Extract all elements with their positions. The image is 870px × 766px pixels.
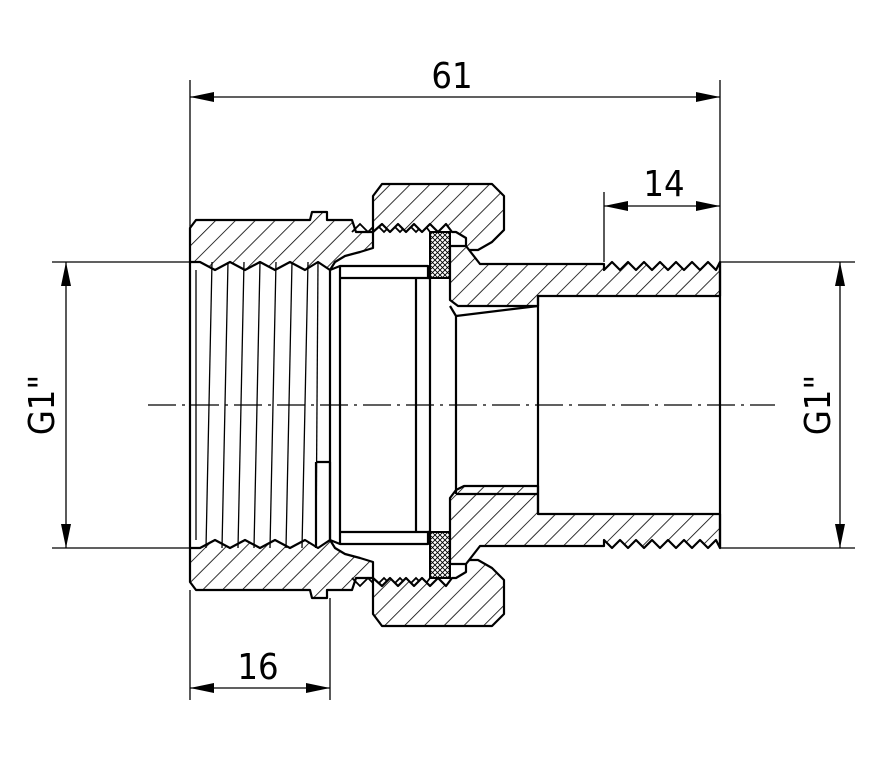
dim-left-thread-label: G1" [22, 375, 63, 436]
union-nut [371, 182, 506, 628]
gasket [429, 231, 451, 579]
dim-overall: 61 [189, 56, 721, 262]
dim-left-thread: G1" [22, 261, 190, 549]
internal-thread-lines [195, 261, 319, 549]
dim-female-thread-label: 16 [237, 647, 278, 688]
dim-overall-label: 61 [431, 56, 472, 97]
dim-right-thread-label: G1" [798, 375, 839, 436]
right-body [448, 244, 722, 566]
dim-right-thread: G1" [720, 261, 855, 549]
dim-male-thread: 14 [603, 164, 720, 262]
dim-female-thread: 16 [189, 590, 331, 700]
left-body [188, 210, 432, 600]
dim-male-thread-label: 14 [643, 164, 684, 205]
